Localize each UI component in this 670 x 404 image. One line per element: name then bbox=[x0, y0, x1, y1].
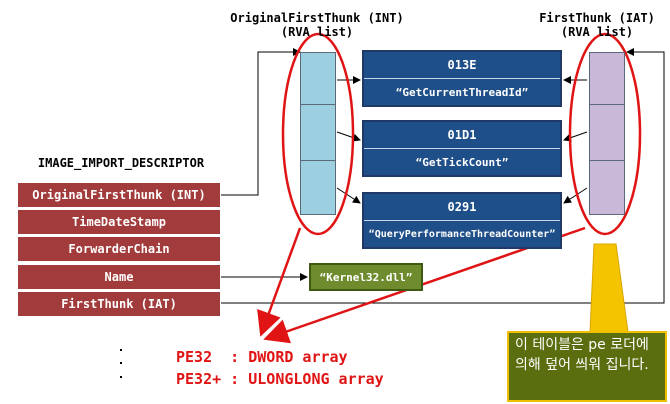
int-highlight-ellipse bbox=[281, 32, 355, 236]
dll-name-box: “Kernel32.dll” bbox=[309, 263, 423, 291]
descriptor-field-name: Name bbox=[17, 264, 221, 290]
descriptor-field-forwarder-chain: ForwarderChain bbox=[17, 236, 221, 262]
overwrite-callout: 이 테이블은 pe 로더에 의해 덮어 씌워 집니다. bbox=[507, 331, 667, 402]
ellipsis-dot bbox=[120, 376, 122, 378]
iat-header-title: FirstThunk (IAT) bbox=[539, 11, 655, 25]
function-box-2: 01D1 “GetTickCount” bbox=[362, 120, 562, 177]
iat-column bbox=[589, 52, 625, 215]
function-name: “GetTickCount” bbox=[364, 149, 560, 175]
function-hint: 013E bbox=[364, 52, 560, 79]
descriptor-title: IMAGE_IMPORT_DESCRIPTOR bbox=[37, 156, 205, 170]
int-to-fn3-line bbox=[336, 187, 361, 204]
function-box-3: 0291 “QueryPerformanceThreadCounter” bbox=[362, 192, 562, 249]
int-cell bbox=[301, 105, 335, 161]
int-header-title: OriginalFirstThunk (INT) bbox=[230, 11, 404, 25]
iat-to-fn2-line bbox=[563, 131, 588, 142]
function-name: “GetCurrentThreadId” bbox=[364, 79, 560, 105]
iat-highlight-ellipse bbox=[568, 32, 642, 236]
descriptor-field-first-thunk: FirstThunk (IAT) bbox=[17, 291, 221, 317]
iat-header: FirstThunk (IAT) (RVA list) bbox=[527, 11, 667, 39]
pe32-array-type: PE32 : DWORD array bbox=[176, 348, 348, 366]
callout-pointer bbox=[589, 243, 629, 333]
iat-cell bbox=[590, 105, 624, 161]
int-to-fn2-line bbox=[336, 131, 361, 142]
function-hint: 0291 bbox=[364, 194, 560, 221]
int-array-arrow bbox=[257, 227, 302, 337]
ellipsis-dot bbox=[120, 349, 122, 351]
int-header-subtitle: (RVA list) bbox=[280, 25, 354, 39]
int-column bbox=[300, 52, 336, 215]
iat-link-line bbox=[221, 48, 665, 304]
function-hint: 01D1 bbox=[364, 122, 560, 149]
iat-cell bbox=[590, 53, 624, 105]
int-cell bbox=[301, 53, 335, 105]
function-name: “QueryPerformanceThreadCounter” bbox=[364, 221, 560, 247]
iat-header-subtitle: (RVA list) bbox=[560, 25, 634, 39]
int-link-line bbox=[221, 48, 301, 196]
int-header: OriginalFirstThunk (INT) (RVA list) bbox=[222, 11, 412, 39]
descriptor-field-original-first-thunk: OriginalFirstThunk (INT) bbox=[17, 182, 221, 208]
descriptor-field-time-date-stamp: TimeDateStamp bbox=[17, 209, 221, 235]
int-cell bbox=[301, 161, 335, 214]
iat-to-fn3-line bbox=[563, 187, 588, 204]
pe32plus-array-type: PE32+ : ULONGLONG array bbox=[176, 370, 384, 388]
iat-cell bbox=[590, 161, 624, 214]
ellipsis-dot bbox=[120, 362, 122, 364]
function-box-1: 013E “GetCurrentThreadId” bbox=[362, 50, 562, 107]
